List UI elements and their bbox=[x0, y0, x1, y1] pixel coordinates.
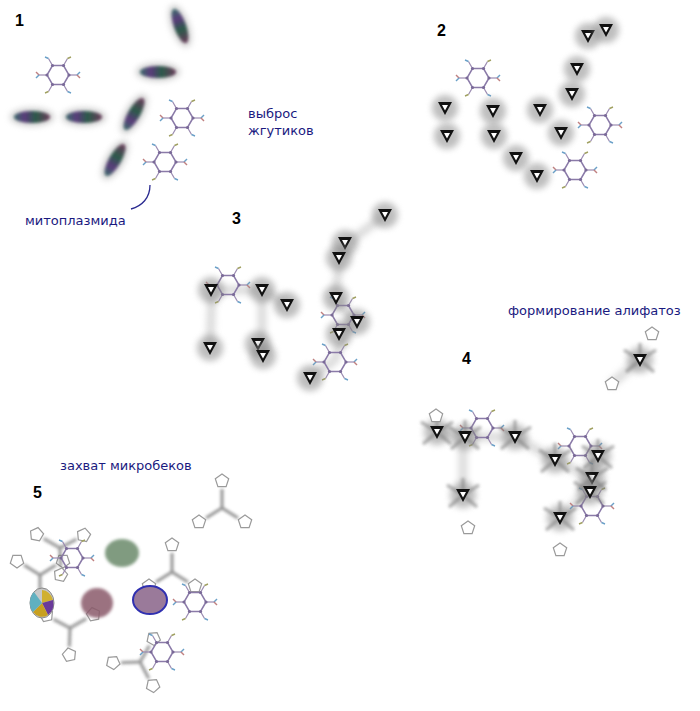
microbe bbox=[133, 586, 167, 614]
annotation: митоплазмида bbox=[25, 212, 126, 229]
callout-number: 5 bbox=[33, 484, 42, 502]
body bbox=[503, 145, 529, 171]
body bbox=[434, 123, 460, 149]
panel-5 bbox=[10, 474, 251, 694]
body bbox=[372, 202, 398, 228]
flagellum bbox=[164, 2, 196, 50]
annotation: формирование алифатоз bbox=[508, 302, 681, 319]
receptor bbox=[192, 474, 251, 528]
body bbox=[447, 478, 479, 508]
mitoplasmid bbox=[140, 634, 184, 670]
mitoplasmid bbox=[173, 584, 217, 620]
flagellum bbox=[10, 108, 54, 126]
body bbox=[274, 292, 300, 318]
body bbox=[250, 343, 276, 369]
callout-number: 2 bbox=[437, 22, 446, 40]
mitoplasmid bbox=[456, 60, 500, 96]
end bbox=[605, 377, 618, 390]
leader-line bbox=[131, 185, 150, 209]
body bbox=[480, 98, 506, 124]
mitoplasmid bbox=[553, 152, 597, 188]
end bbox=[461, 521, 474, 534]
body bbox=[593, 17, 619, 43]
body bbox=[574, 475, 606, 505]
body bbox=[449, 420, 481, 450]
flagellum bbox=[96, 136, 134, 183]
body bbox=[582, 439, 614, 469]
body bbox=[249, 277, 275, 303]
mitoplasmid bbox=[160, 100, 204, 136]
chain bbox=[210, 215, 385, 378]
panel-2 bbox=[432, 17, 622, 189]
receptor bbox=[142, 538, 201, 592]
callout-number: 4 bbox=[462, 350, 471, 368]
body bbox=[539, 443, 571, 473]
mitoplasmid bbox=[578, 107, 622, 143]
annotation: захват микробеков bbox=[60, 457, 192, 474]
body bbox=[624, 343, 656, 373]
mitoplasmid bbox=[50, 540, 94, 576]
body bbox=[559, 81, 585, 107]
receptor bbox=[38, 585, 114, 663]
body bbox=[326, 245, 352, 271]
microbe bbox=[30, 588, 54, 618]
mitoplasmid bbox=[143, 144, 187, 180]
microbe bbox=[105, 539, 139, 567]
panel-4 bbox=[421, 327, 659, 556]
flagellum bbox=[136, 63, 180, 81]
end bbox=[645, 327, 658, 340]
body bbox=[297, 365, 323, 391]
body bbox=[564, 56, 590, 82]
body bbox=[197, 335, 223, 361]
body bbox=[323, 285, 349, 311]
body bbox=[524, 163, 550, 189]
mitoplasmid bbox=[36, 57, 80, 93]
body bbox=[481, 123, 507, 149]
annotation: выброс жгутиков bbox=[248, 105, 320, 139]
panel-1 bbox=[10, 2, 204, 209]
callout-number: 1 bbox=[15, 12, 24, 30]
panel-3 bbox=[197, 202, 398, 391]
body bbox=[326, 321, 352, 347]
chain bbox=[437, 360, 640, 518]
callout-number: 3 bbox=[232, 210, 241, 228]
body bbox=[527, 97, 553, 123]
flagellum bbox=[62, 108, 106, 126]
body bbox=[548, 120, 574, 146]
body bbox=[198, 277, 224, 303]
body bbox=[544, 501, 576, 531]
body bbox=[499, 420, 531, 450]
body bbox=[432, 95, 458, 121]
end bbox=[553, 543, 566, 556]
flagellum bbox=[115, 90, 153, 137]
microbe bbox=[81, 588, 113, 618]
end bbox=[429, 409, 442, 422]
